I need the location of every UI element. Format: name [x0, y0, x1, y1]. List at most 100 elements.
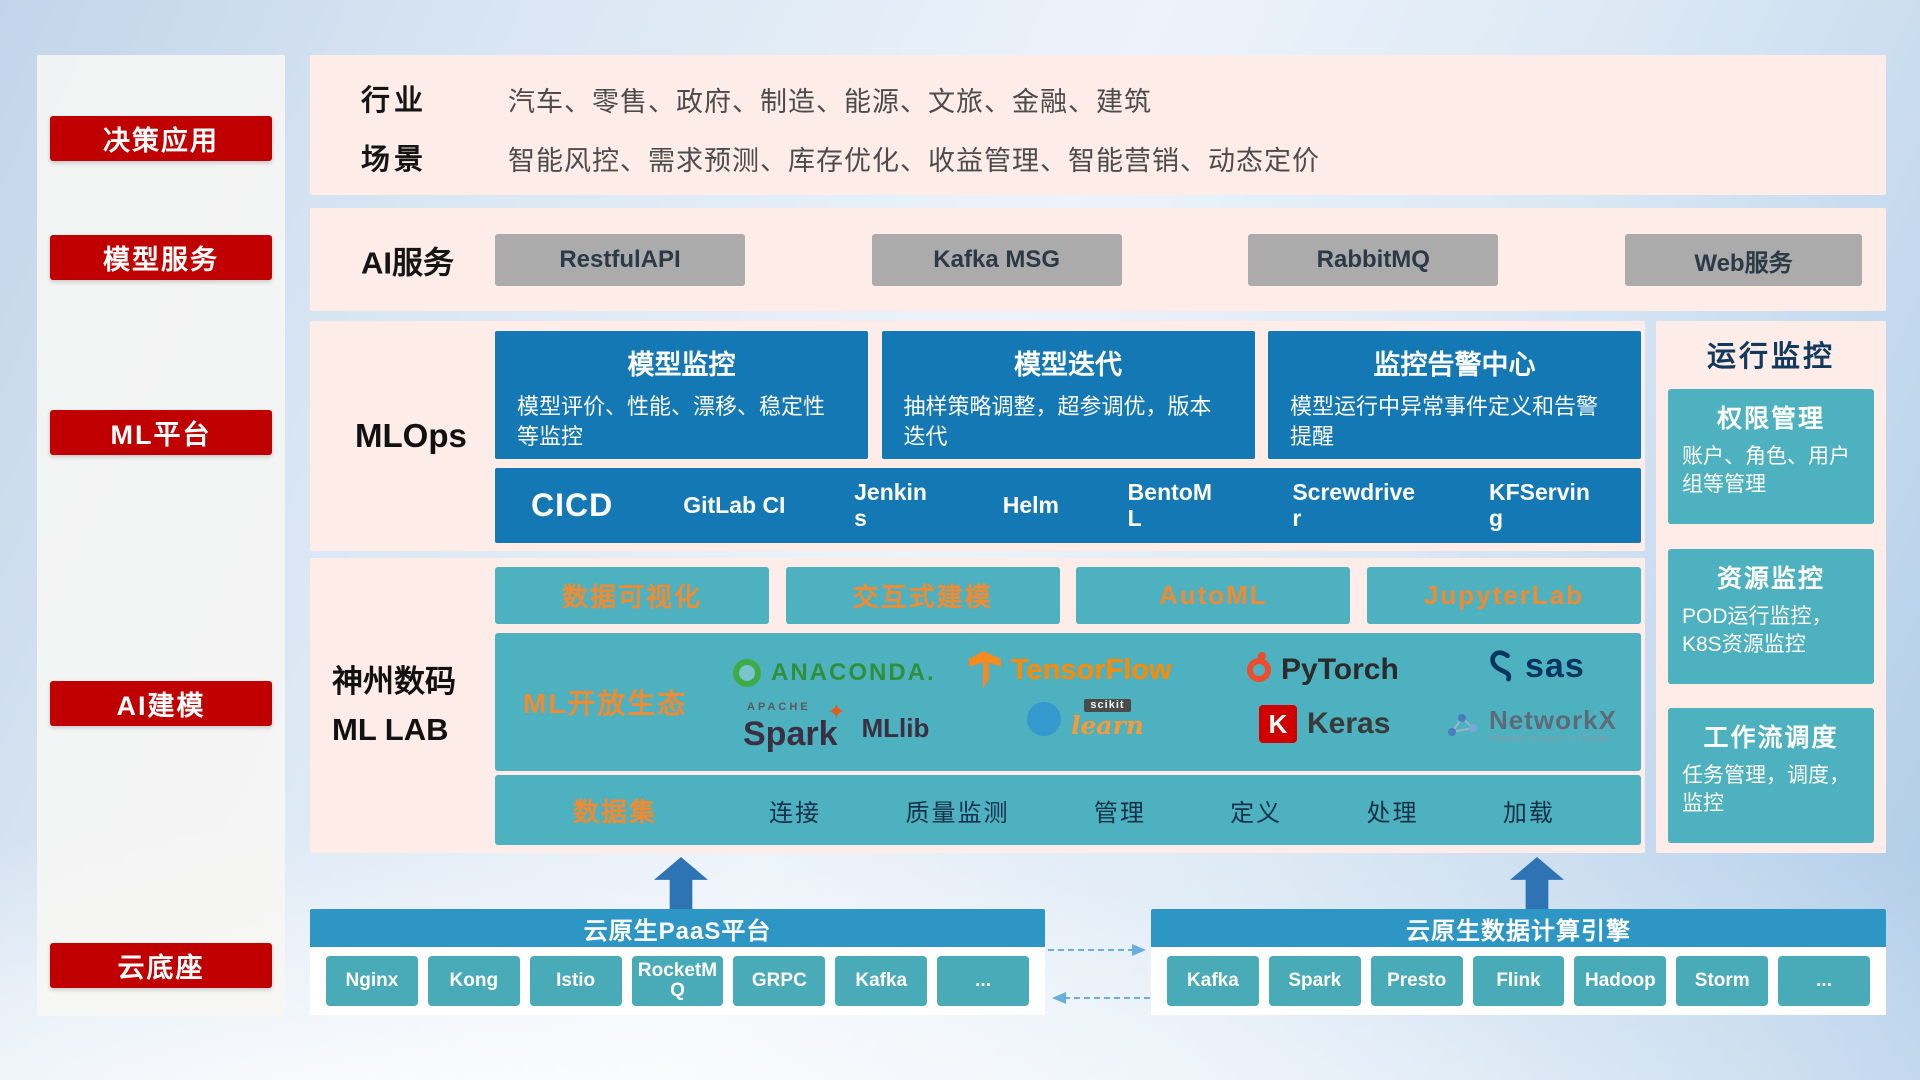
tool-chip-jupyterlab: JupyterLab: [1366, 567, 1641, 624]
logo-networkx: NetworkX Network Analysis in Python: [1445, 705, 1617, 744]
logo-keras: K Keras: [1259, 705, 1390, 743]
engine-item-spark: Spark: [1268, 956, 1361, 1006]
networkx-icon: [1448, 714, 1477, 737]
paas-item-rocketmq: RocketMQ: [631, 956, 724, 1006]
pytorch-wordmark: PyTorch: [1281, 653, 1399, 686]
cicd-item-helm: Helm: [1002, 491, 1060, 518]
paas-item-grpc: GRPC: [733, 956, 826, 1006]
engine-item-kafka: Kafka: [1167, 956, 1259, 1006]
panel-ml-lab: 神州数码 ML LAB 数据可视化 交互式建模 AutoML JupyterLa…: [310, 558, 1645, 853]
card-desc: 任务管理，调度，监控: [1682, 764, 1850, 816]
pytorch-icon: [1247, 652, 1271, 682]
cicd-label: CICD: [531, 487, 614, 523]
ai-service-chip-restfulapi: RestfulAPI: [495, 234, 745, 286]
monitor-card-workflow: 工作流调度 任务管理，调度，监控: [1668, 708, 1874, 843]
mlops-card-model-iteration: 模型迭代 抽样策略调整，超参调优，版本迭代: [881, 331, 1255, 459]
logo-anaconda: ANACONDA.: [733, 659, 936, 687]
industry-value: 汽车、零售、政府、制造、能源、文旅、金融、建筑: [508, 87, 1152, 117]
runtime-monitoring-title: 运行监控: [1706, 341, 1835, 373]
up-arrow-left: [654, 857, 708, 909]
paas-item-istio: Istio: [529, 956, 622, 1006]
dataset-label: 数据集: [573, 796, 658, 827]
logo-spark-mllib: APACHE Spark ✦ MLlib: [743, 699, 929, 754]
logo-tensorflow: TensorFlow: [969, 651, 1172, 689]
scenario-value: 智能风控、需求预测、库存优化、收益管理、智能营销、动态定价: [508, 146, 1320, 176]
left-category-rail: 决策应用 模型服务 ML平台 AI建模 云底座: [37, 55, 285, 1016]
paas-header: 云原生PaaS平台: [310, 909, 1045, 947]
data-engine-strip: Kafka Spark Presto Flink Hadoop Storm ..…: [1151, 947, 1886, 1015]
mlops-card-row: 模型监控 模型评价、性能、漂移、稳定性等监控 模型迭代 抽样策略调整，超参调优，…: [495, 331, 1641, 459]
logo-sas: sas: [1487, 647, 1585, 686]
card-desc: 抽样策略调整，超参调优，版本迭代: [903, 394, 1212, 449]
dataset-item-process: 处理: [1366, 799, 1419, 827]
ai-service-button-row: RestfulAPI Kafka MSG RabbitMQ Web服务: [495, 234, 1862, 286]
anaconda-wordmark: ANACONDA.: [771, 659, 936, 686]
cicd-item-bentoml: BentoML: [1127, 479, 1212, 531]
ml-lab-label-line2: ML LAB: [332, 711, 449, 747]
panel-mlops: MLOps 模型监控 模型评价、性能、漂移、稳定性等监控 模型迭代 抽样策略调整…: [310, 321, 1645, 551]
tensorflow-icon: [969, 651, 1001, 689]
cicd-item-jenkins: Jenkins: [854, 479, 927, 531]
engine-item-hadoop: Hadoop: [1574, 956, 1667, 1006]
data-engine-header: 云原生数据计算引擎: [1151, 909, 1886, 947]
card-desc: 模型评价、性能、漂移、稳定性等监控: [517, 394, 826, 449]
paas-strip: Nginx Kong Istio RocketMQ GRPC Kafka ...: [310, 947, 1045, 1015]
dashed-flow-arrows: [1048, 944, 1150, 1004]
sas-wordmark: sas: [1525, 647, 1585, 685]
rail-badge-ai-modeling: AI建模: [50, 681, 272, 726]
cicd-bar: CICD GitLab CI Jenkins Helm BentoML Scre…: [495, 468, 1641, 543]
rail-badge-decision-apps: 决策应用: [50, 116, 272, 161]
networkx-wordmark: NetworkX: [1489, 705, 1617, 735]
anaconda-icon: [733, 659, 761, 687]
mlops-card-alert-center: 监控告警中心 模型运行中异常事件定义和告警提醒: [1268, 331, 1641, 459]
ai-service-chip-rabbitmq: RabbitMQ: [1248, 234, 1499, 286]
engine-item-flink: Flink: [1472, 956, 1565, 1006]
ml-lab-label: 神州数码 ML LAB: [332, 657, 502, 753]
tool-chip-interactive-modeling: 交互式建模: [785, 567, 1060, 624]
dataset-item-manage: 管理: [1093, 799, 1146, 827]
networkx-wordmark-block: NetworkX Network Analysis in Python: [1489, 705, 1617, 744]
ai-service-chip-web: Web服务: [1624, 234, 1862, 286]
tool-chip-data-visualization: 数据可视化: [495, 567, 769, 624]
ml-lab-label-line1: 神州数码: [332, 663, 456, 699]
engine-item-storm: Storm: [1676, 956, 1769, 1006]
logo-scikit-learn: scikit learn: [1027, 699, 1144, 738]
dataset-item-load: 加载: [1502, 799, 1555, 827]
rail-badge-model-service: 模型服务: [50, 235, 272, 280]
ml-open-ecosystem-box: ML开放生态 ANACONDA. TensorFlow PyTorch sas: [495, 633, 1641, 771]
cicd-item-kfserving: KFServing: [1488, 479, 1590, 531]
sas-swirl-icon: [1490, 649, 1512, 681]
apache-label: APACHE: [747, 701, 811, 713]
ml-lab-tools-row: 数据可视化 交互式建模 AutoML JupyterLab: [495, 567, 1641, 624]
paas-item-kafka: Kafka: [835, 956, 928, 1006]
scikit-label: scikit: [1084, 699, 1131, 712]
mlops-label: MLOps: [355, 417, 467, 454]
rail-badge-ml-platform: ML平台: [50, 410, 272, 455]
rail-badge-cloud-base: 云底座: [50, 943, 272, 988]
panel-runtime-monitoring: 运行监控 权限管理 账户、角色、用户组等管理 资源监控 POD运行监控，K8S资…: [1656, 321, 1886, 853]
dataset-item-define: 定义: [1230, 799, 1283, 827]
dataset-item-connect: 连接: [769, 799, 822, 827]
learn-label: learn: [1071, 711, 1144, 740]
card-title: 工作流调度: [1703, 724, 1839, 752]
dataset-bar: 数据集 连接 质量监测 管理 定义 处理 加载: [495, 775, 1641, 845]
card-title: 权限管理: [1716, 405, 1825, 433]
cicd-item-gitlab-ci: GitLab CI: [683, 491, 786, 518]
paas-item-kong: Kong: [427, 956, 520, 1006]
scenario-label: 场景: [361, 144, 428, 176]
dataset-item-row: 连接 质量监测 管理 定义 处理 加载: [657, 793, 1641, 828]
paas-item-nginx: Nginx: [326, 956, 418, 1006]
cicd-item-screwdriver: Screwdriver: [1292, 479, 1416, 531]
keras-icon: K: [1259, 705, 1297, 743]
spark-wordmark-block: APACHE Spark ✦: [743, 699, 846, 754]
monitor-card-resources: 资源监控 POD运行监控，K8S资源监控: [1668, 549, 1874, 684]
industry-label: 行业: [361, 85, 428, 117]
card-title: 资源监控: [1716, 565, 1825, 593]
engine-item-more: ...: [1778, 956, 1871, 1006]
scikit-learn-wordmark: scikit learn: [1071, 699, 1144, 738]
up-arrow-right: [1510, 857, 1564, 909]
engine-item-presto: Presto: [1370, 956, 1463, 1006]
ai-service-chip-kafka-msg: Kafka MSG: [871, 234, 1122, 286]
keras-wordmark: Keras: [1307, 707, 1391, 740]
card-title: 模型监控: [627, 350, 736, 380]
